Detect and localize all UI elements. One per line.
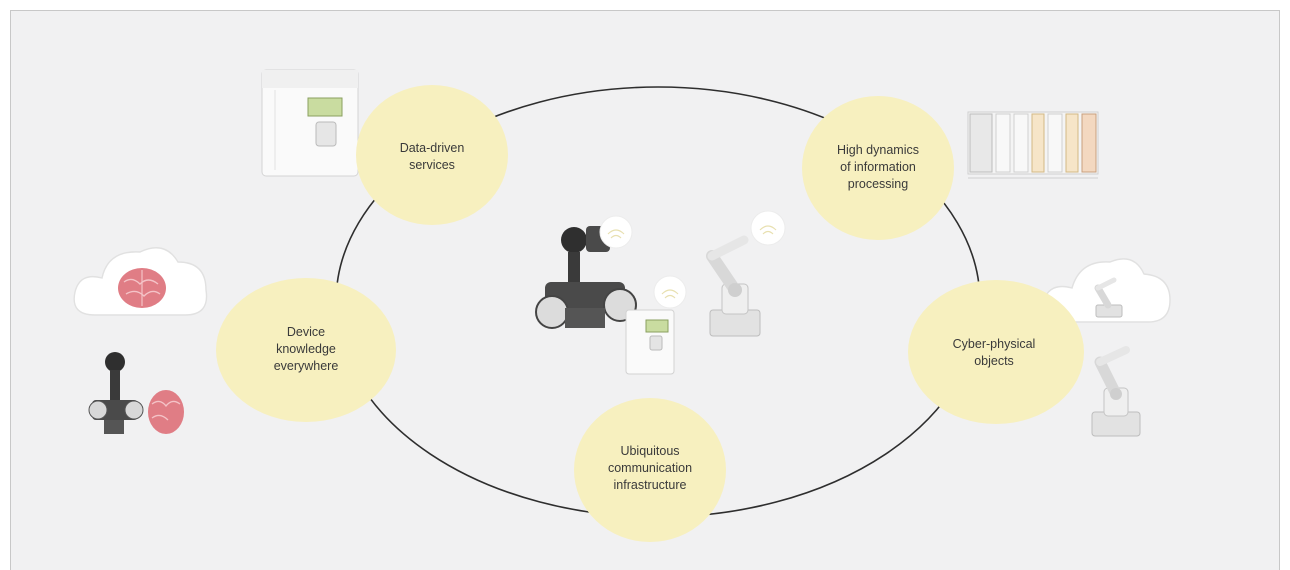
- bubble-high-dynamics: [802, 96, 954, 240]
- drive-device-icon: [261, 69, 359, 177]
- bubble-data-driven-services: [356, 85, 508, 225]
- center-drive-icon: [625, 309, 675, 375]
- bubble-cyber-physical: [908, 280, 1084, 424]
- center-flowmeter-icon: [535, 226, 637, 329]
- center-robot-icon: [706, 235, 761, 337]
- label-ubiquitous-communication: Ubiquitous communication infrastructure: [607, 444, 693, 492]
- label-high-dynamics: High dynamics of information processing: [837, 143, 919, 191]
- center-drive-signal-icon: [653, 275, 687, 309]
- plc-rack-icon: [967, 111, 1099, 179]
- center-robot-signal-icon: [750, 210, 786, 246]
- cloud-robot-icon: [1042, 258, 1171, 323]
- center-flowmeter-signal-icon: [599, 215, 633, 249]
- cloud-brain-icon: [73, 247, 208, 316]
- right-robot-icon: [1091, 346, 1141, 437]
- bubble-device-knowledge: [216, 278, 396, 422]
- label-data-driven-services: Data-driven services: [399, 141, 465, 172]
- bubble-ubiquitous-communication: [574, 398, 726, 542]
- flowmeter-brain-icon: [88, 352, 184, 434]
- label-device-knowledge: Device knowledge everywhere: [273, 325, 339, 373]
- label-cyber-physical: Cyber-physical objects: [952, 337, 1036, 368]
